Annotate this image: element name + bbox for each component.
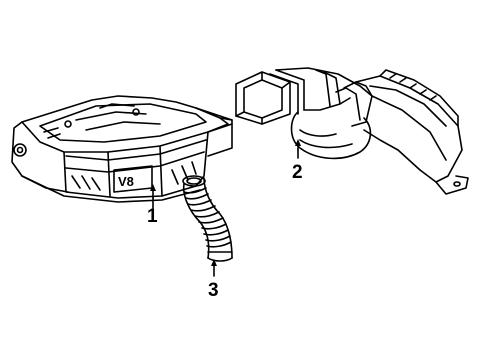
leader-arrow-2 — [295, 139, 301, 146]
callout-number-3: 3 — [208, 280, 219, 301]
air-intake-duct — [235, 67, 469, 195]
callout-leaders — [150, 139, 301, 277]
leader-arrow-1 — [150, 184, 156, 191]
housing-stamp-label: V8 — [118, 174, 134, 189]
leader-arrow-3 — [211, 259, 217, 266]
callout-number-1: 1 — [147, 206, 158, 227]
callout-number-2: 2 — [292, 162, 303, 183]
flexible-hose — [182, 175, 233, 262]
